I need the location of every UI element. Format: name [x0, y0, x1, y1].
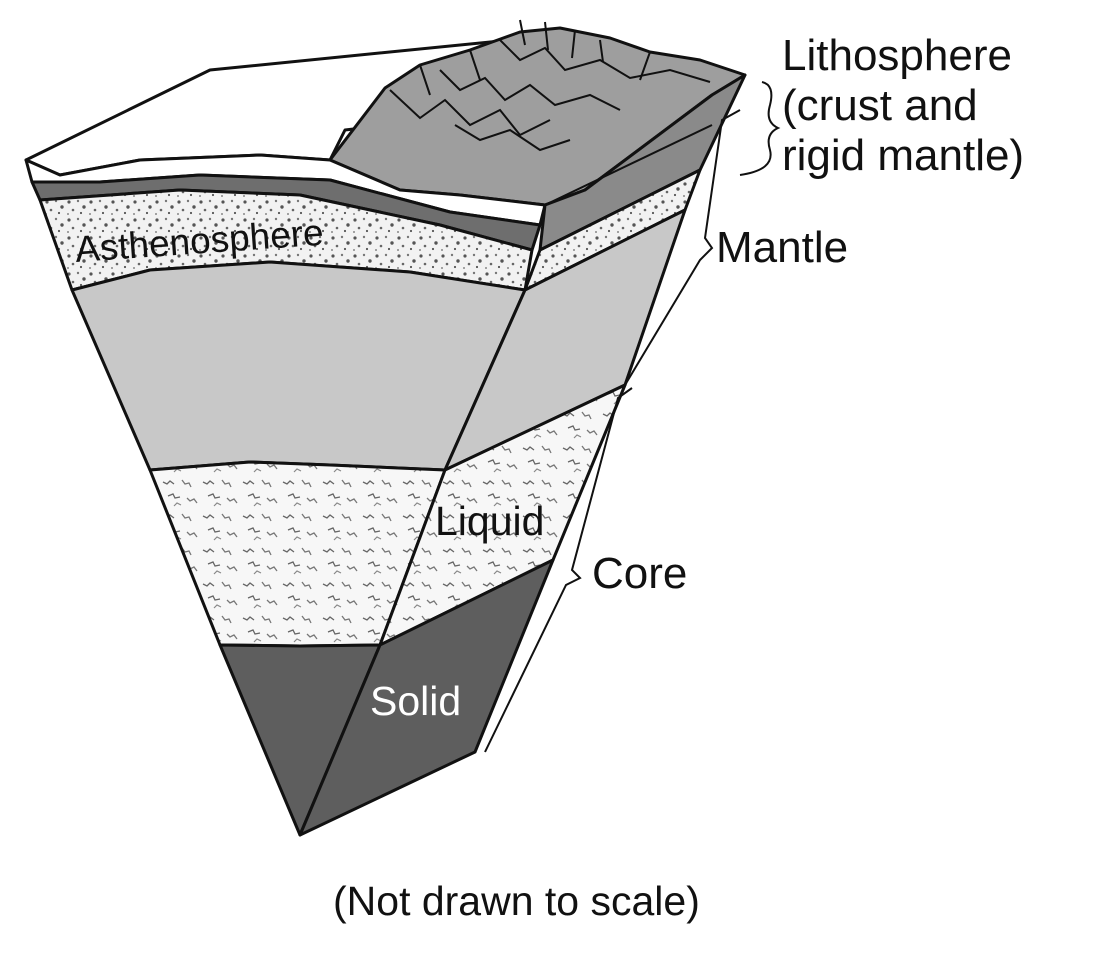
mantle-brace	[624, 109, 741, 386]
core-brace	[484, 387, 633, 753]
lithosphere-sublabel-1: (crust and	[782, 81, 978, 130]
side-solid-core	[298, 558, 555, 837]
lower-mantle-band	[70, 260, 527, 472]
side-layer-lines	[544, 124, 713, 206]
solid-label: Solid	[370, 678, 461, 724]
mountain-ridges	[389, 19, 711, 152]
core-label: Core	[592, 549, 687, 598]
lithosphere-label: Lithosphere	[782, 31, 1012, 80]
mantle-label: Mantle	[716, 223, 848, 272]
lithosphere-sublabel-2: rigid mantle)	[782, 131, 1024, 180]
lithosphere-brace	[739, 81, 781, 176]
scale-note: (Not drawn to scale)	[333, 878, 700, 924]
liquid-label: Liquid	[435, 498, 544, 544]
